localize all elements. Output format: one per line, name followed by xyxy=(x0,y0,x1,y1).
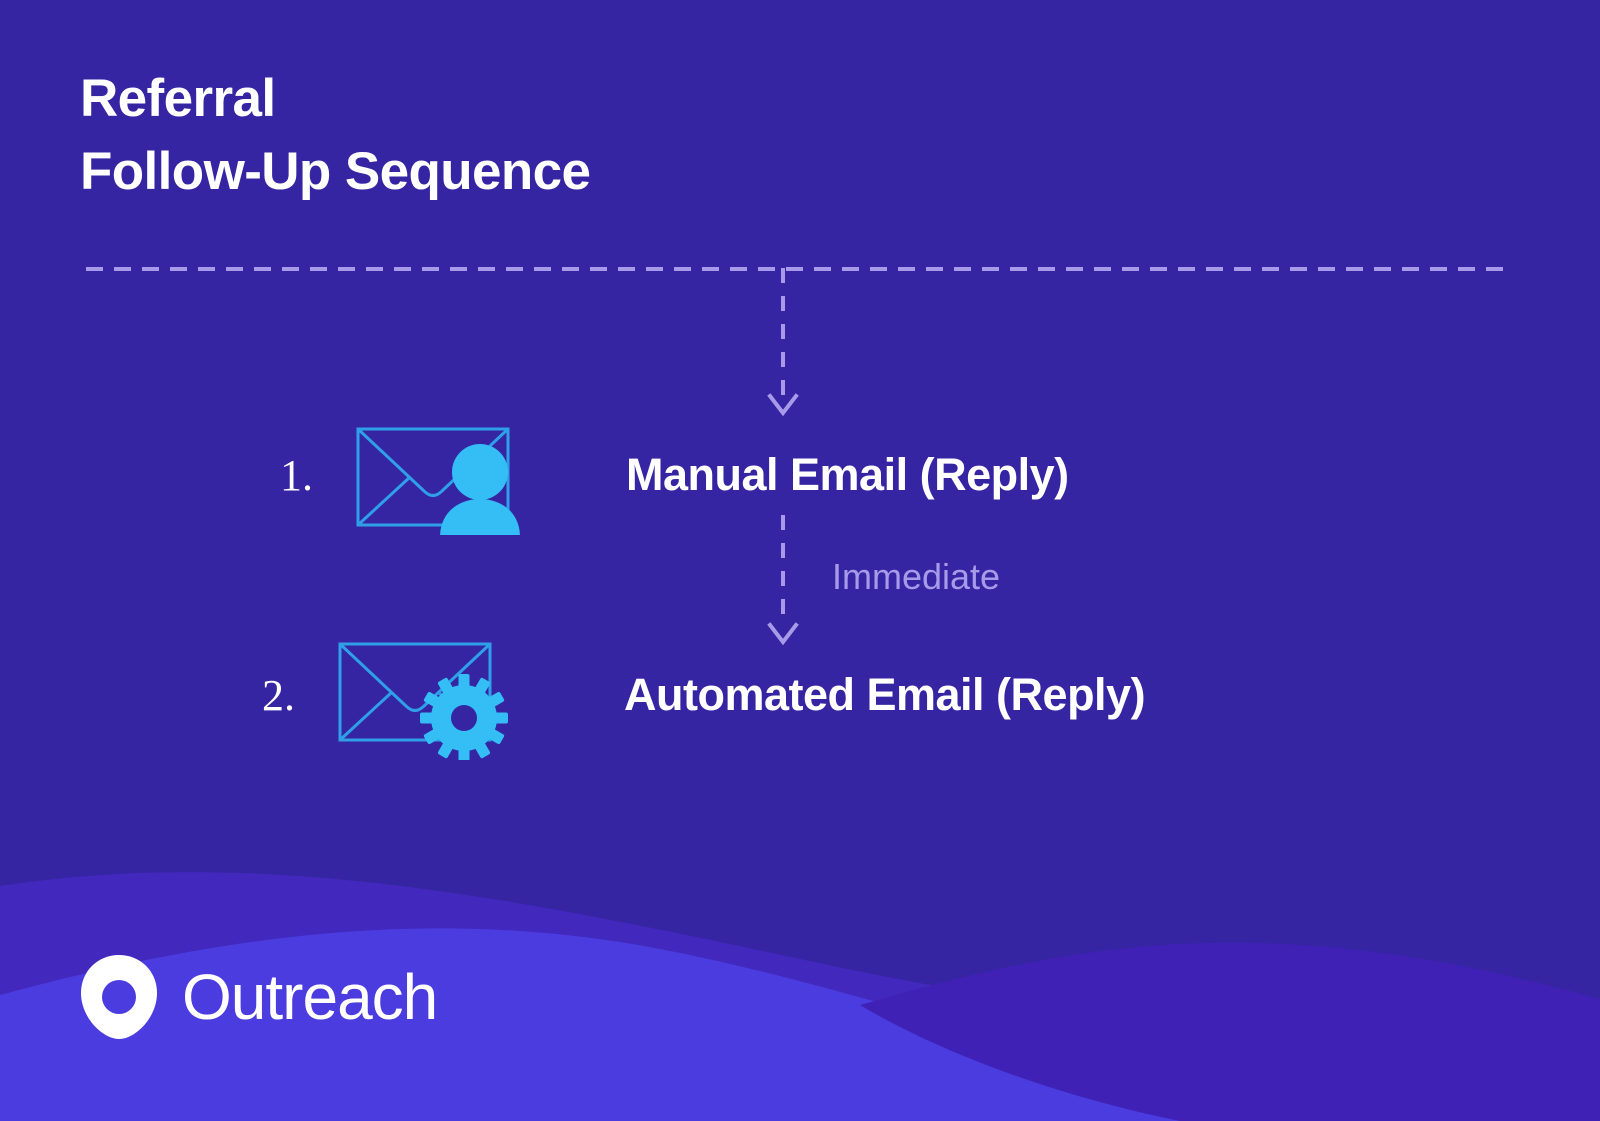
connector-arrow-to-step-2 xyxy=(767,515,799,646)
outreach-logo[interactable]: Outreach xyxy=(78,952,438,1042)
step-number: 1. xyxy=(280,450,313,500)
step-label: Manual Email (Reply) xyxy=(626,449,1069,500)
sequence-step-1[interactable]: 1. Manual Email (Reply) xyxy=(280,415,1069,535)
arrowhead-down-icon xyxy=(767,393,799,417)
wave-dark-shape xyxy=(860,942,1600,1121)
outreach-pin-icon xyxy=(78,952,160,1042)
envelope-gear-icon xyxy=(322,635,512,760)
decorative-waves xyxy=(0,872,1600,1121)
connector-arrow-to-step-1 xyxy=(767,268,799,417)
horizontal-dashed-divider xyxy=(86,267,1510,271)
outreach-wordmark: Outreach xyxy=(182,961,438,1033)
step-label: Automated Email (Reply) xyxy=(624,669,1146,720)
title-line-1: Referral xyxy=(80,69,276,128)
envelope-person-icon xyxy=(340,415,530,535)
step-number: 2. xyxy=(262,670,295,720)
arrowhead-down-icon xyxy=(767,622,799,646)
page-title: Referral Follow-Up Sequence xyxy=(80,62,591,208)
sequence-step-2[interactable]: 2. xyxy=(262,635,1146,760)
delay-label-immediate: Immediate xyxy=(832,556,1001,597)
title-line-2: Follow-Up Sequence xyxy=(80,142,591,202)
wave-bright-shape xyxy=(0,928,1600,1121)
